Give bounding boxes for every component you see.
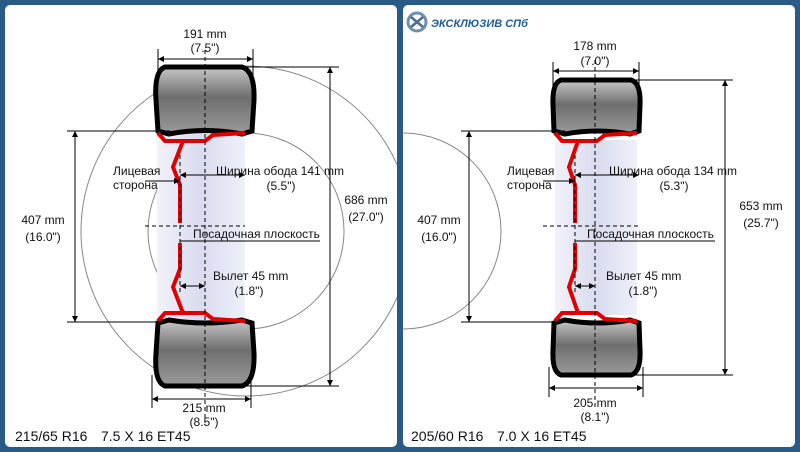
rim-diameter-inch-label: (16.0")	[421, 230, 457, 244]
bottom-width-label: 205 mm	[573, 396, 616, 410]
face-side-label-1: Лицевая	[113, 164, 160, 178]
offset-inch-label: (1.8")	[235, 284, 264, 298]
mount-plane-label: Посадочная плоскость	[193, 227, 320, 241]
rim-flange-bottom	[578, 311, 638, 323]
top-width-inch-label: (7.5")	[191, 41, 220, 55]
logo-text: ЭКСКЛЮЗИВ СПб	[431, 18, 529, 30]
face-side-label-2: сторона	[113, 178, 158, 192]
logo-emblem-icon	[406, 11, 428, 33]
rim-flange-bottom	[183, 311, 246, 323]
rim-width-inch-label: (5.3")	[660, 179, 689, 193]
rim-flange-top	[578, 131, 638, 143]
tire-diameter-label: 686 mm	[344, 193, 387, 207]
mount-plane-label: Посадочная плоскость	[587, 227, 714, 241]
left-diagram: 191 mm (7.5") 407 mm (16.0") Лицевая сто…	[15, 27, 397, 444]
top-tire	[550, 77, 643, 137]
logo: ЭКСКЛЮЗИВ СПб	[406, 11, 529, 33]
footer-rim-spec: 7.0 X 16 ET45	[497, 428, 587, 444]
rim-flange-top	[183, 131, 246, 143]
rim-diameter-label: 407 mm	[21, 213, 64, 227]
rim-width-label: Ширина обода 134 mm	[609, 164, 737, 178]
right-diagram: ЭКСКЛЮЗИВ СПб 178 mm (7.0") 407 mm (1	[403, 11, 783, 444]
right-panel: ЭКСКЛЮЗИВ СПб 178 mm (7.0") 407 mm (1	[403, 5, 795, 447]
rim-profile-bottom	[553, 243, 581, 323]
bottom-width-label: 215 mm	[182, 401, 225, 415]
footer-rim-spec: 7.5 X 16 ET45	[101, 428, 191, 444]
tire-diameter-inch-label: (25.7")	[743, 216, 779, 230]
tire-diameter-label: 653 mm	[739, 199, 782, 213]
offset-label: Вылет 45 mm	[606, 269, 681, 283]
top-width-label: 191 mm	[183, 27, 226, 41]
bottom-width-inch-label: (8.5")	[190, 415, 219, 429]
footer-tire-size: 215/65 R16	[15, 428, 88, 444]
face-side-label-2: сторона	[507, 178, 552, 192]
rim-diameter-label: 407 mm	[417, 213, 460, 227]
tire-diameter-inch-label: (27.0")	[348, 210, 384, 224]
top-width-inch-label: (7.0")	[581, 54, 610, 68]
offset-label: Вылет 45 mm	[213, 269, 288, 283]
bottom-tire	[550, 317, 643, 378]
face-side-label-1: Лицевая	[507, 164, 554, 178]
footer-tire-size: 205/60 R16	[411, 428, 484, 444]
rim-width-inch-label: (5.5")	[267, 179, 296, 193]
tire-outline-circle	[80, 65, 397, 397]
rim-outline-circle	[403, 132, 502, 330]
rim-diameter-inch-label: (16.0")	[25, 230, 61, 244]
rim-body	[157, 133, 245, 323]
left-panel: 191 mm (7.5") 407 mm (16.0") Лицевая сто…	[5, 5, 397, 447]
rim-width-label: Ширина обода 141 mm	[216, 164, 344, 178]
offset-inch-label: (1.8")	[629, 284, 658, 298]
rim-profile-bottom	[156, 243, 186, 323]
top-width-label: 178 mm	[573, 39, 616, 53]
bottom-width-inch-label: (8.1")	[581, 410, 610, 424]
